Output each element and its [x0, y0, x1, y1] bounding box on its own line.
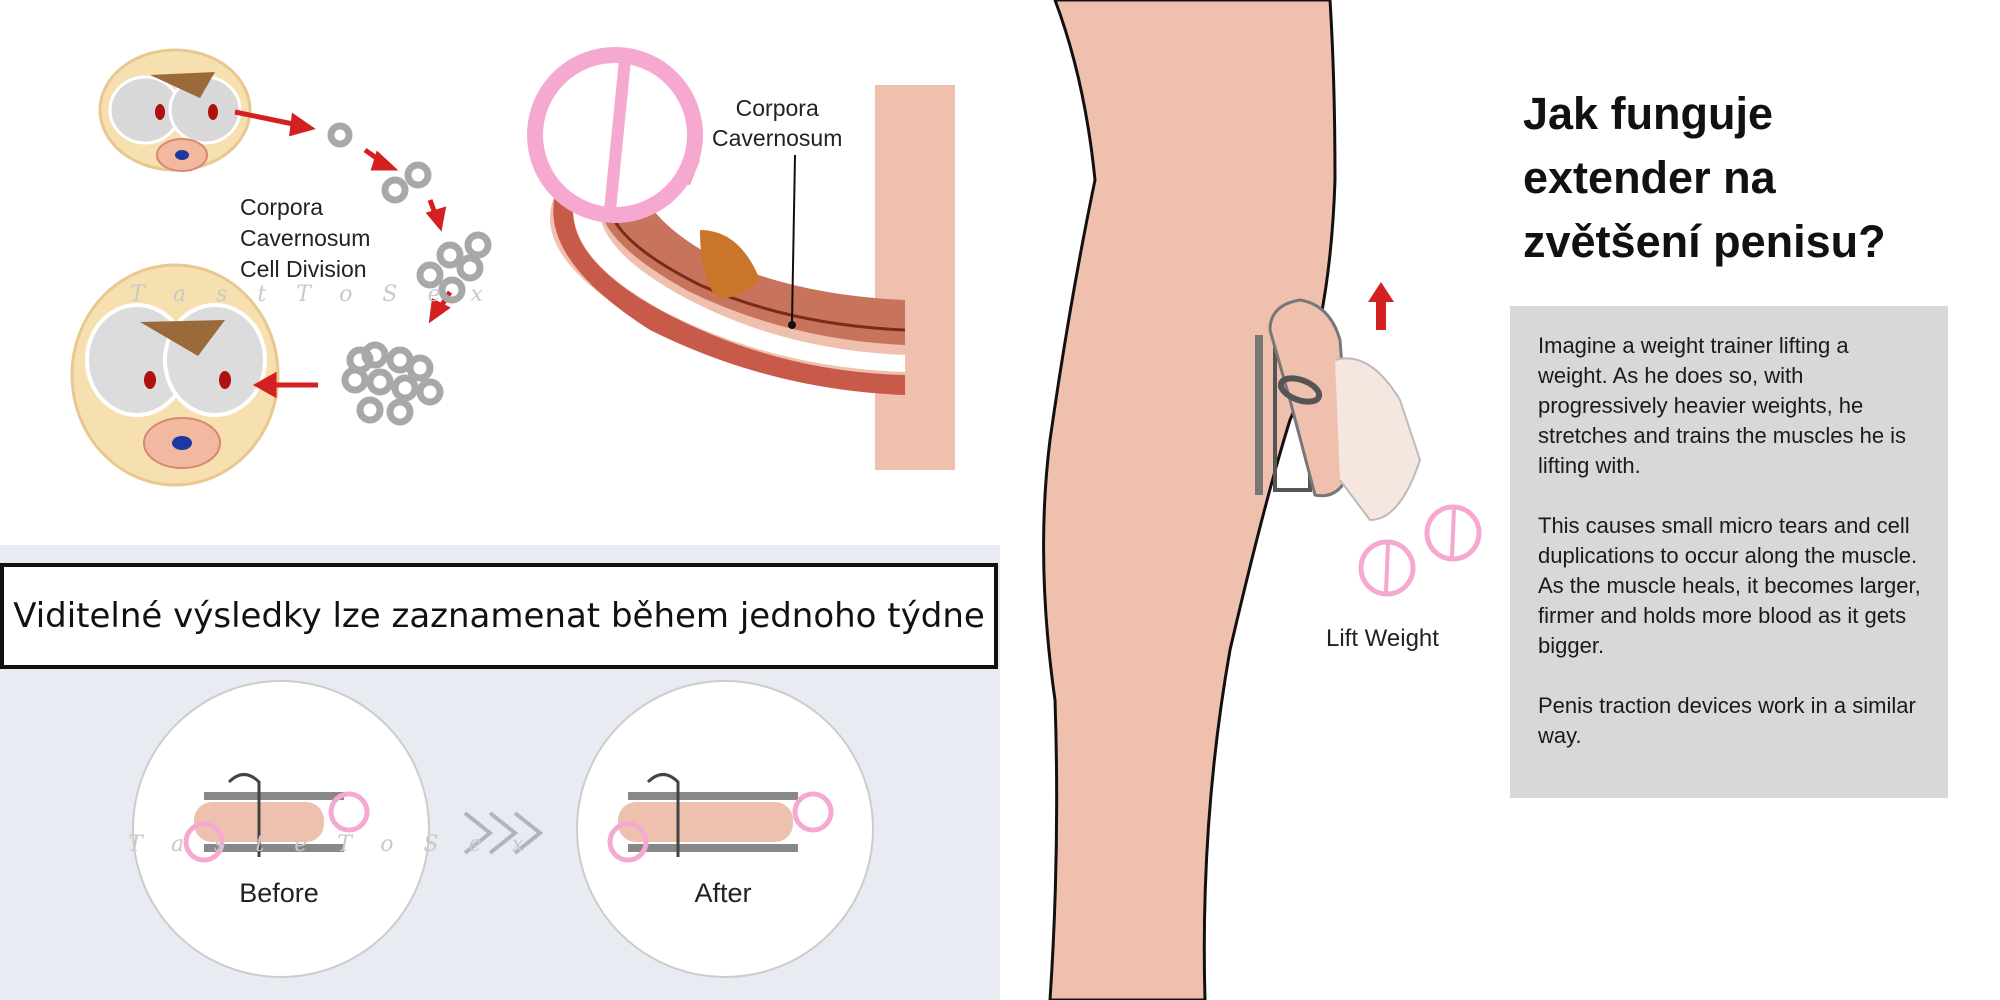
before-circle	[132, 680, 430, 978]
anatomy-illustration	[70, 47, 955, 487]
title-line: extender na	[1523, 152, 1776, 203]
title-line: Jak funguje	[1523, 88, 1774, 139]
before-device-illustration	[183, 773, 370, 863]
results-banner: Viditelné výsledky lze zaznamenat během …	[0, 563, 998, 669]
label-line: Cavernosum	[712, 125, 843, 151]
cell-rings	[327, 122, 492, 426]
info-paragraph: Imagine a weight trainer lifting a weigh…	[1538, 333, 1907, 478]
info-paragraph: This causes small micro tears and cell d…	[1538, 513, 1921, 658]
before-label: Before	[239, 878, 319, 908]
cross-section-label: Corpora Cavernosum	[712, 93, 842, 153]
watermark-bottom: TasteToSex	[128, 832, 554, 857]
after-device-illustration	[607, 773, 834, 863]
after-label: After	[694, 878, 752, 908]
label-line: Cell Division	[240, 256, 367, 282]
shaft-cross-section	[527, 47, 955, 470]
title-line: zvětšení penisu?	[1523, 216, 1886, 267]
label-line: Corpora	[240, 194, 324, 220]
cell-division-label: Corpora Cavernosum Cell Division	[240, 192, 370, 285]
page-title: Jak funguje extender na zvětšení penisu?	[1523, 82, 1963, 274]
lift-weight-label: Lift Weight	[1326, 625, 1439, 652]
label-line: Cavernosum	[240, 225, 371, 251]
leg-device-illustration	[1042, 0, 1482, 1000]
arrow-up-icon	[1368, 282, 1394, 330]
watermark-top: TastToSex	[130, 282, 513, 307]
info-panel: Imagine a weight trainer lifting a weigh…	[1510, 306, 1948, 798]
cross-section-small	[98, 48, 252, 172]
cell-division-diagram	[0, 0, 1000, 545]
label-line: Corpora	[735, 95, 819, 121]
chevron-right-icon	[463, 811, 544, 855]
info-paragraph: Penis traction devices work in a similar…	[1538, 693, 1916, 748]
cross-section-large	[70, 263, 280, 487]
after-circle	[576, 680, 874, 978]
